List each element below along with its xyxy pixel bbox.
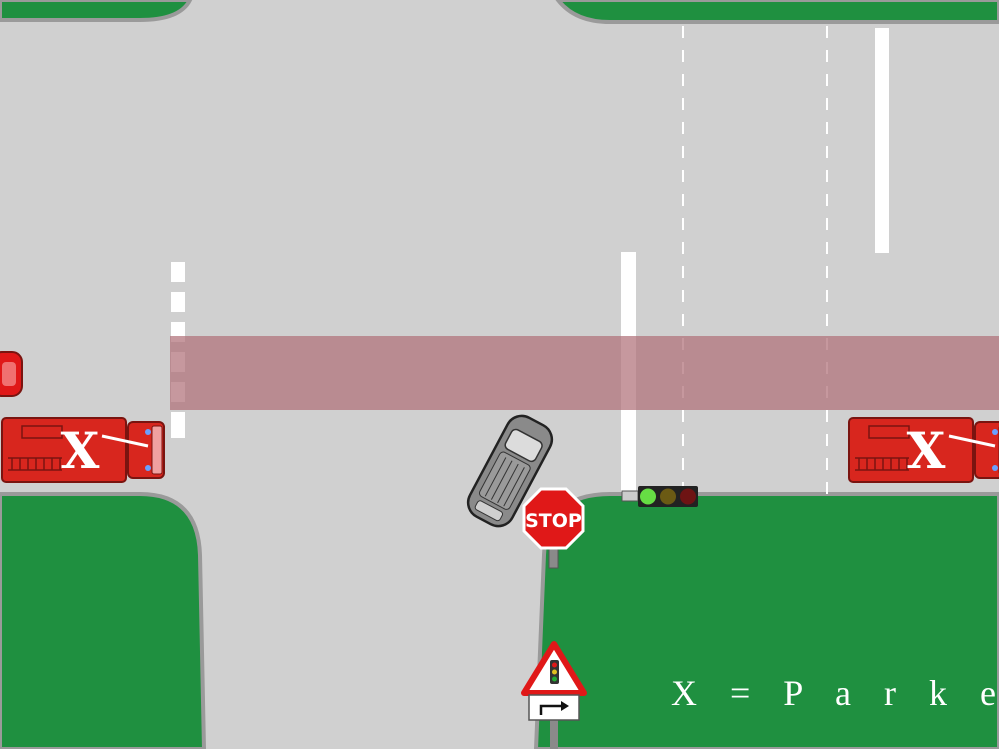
stop-sign-icon: STOP bbox=[522, 487, 585, 550]
stop-sign-label: STOP bbox=[525, 510, 582, 532]
turn-right-arrow-icon bbox=[528, 694, 580, 721]
highlight-zone bbox=[170, 336, 999, 410]
grass-top-right bbox=[555, 0, 999, 24]
grass-bottom-left bbox=[0, 492, 207, 749]
traffic-light-yellow-lamp bbox=[660, 488, 676, 505]
traffic-light-red-lamp bbox=[680, 488, 696, 505]
lane-solid-line bbox=[875, 28, 889, 253]
car-icon bbox=[466, 414, 554, 528]
warning-sign-icon bbox=[521, 641, 587, 696]
grass-top-left bbox=[0, 0, 193, 22]
legend-text: X = P a r k e n d bbox=[671, 673, 999, 713]
stop-sign-post bbox=[548, 547, 559, 569]
traffic-light-green-lamp bbox=[640, 488, 656, 505]
traffic-light-icon bbox=[621, 486, 698, 507]
red-car-icon bbox=[0, 351, 23, 397]
parked-marker-right: X bbox=[907, 421, 946, 480]
warning-sign-post bbox=[550, 718, 558, 749]
parked-marker-left: X bbox=[61, 421, 100, 480]
